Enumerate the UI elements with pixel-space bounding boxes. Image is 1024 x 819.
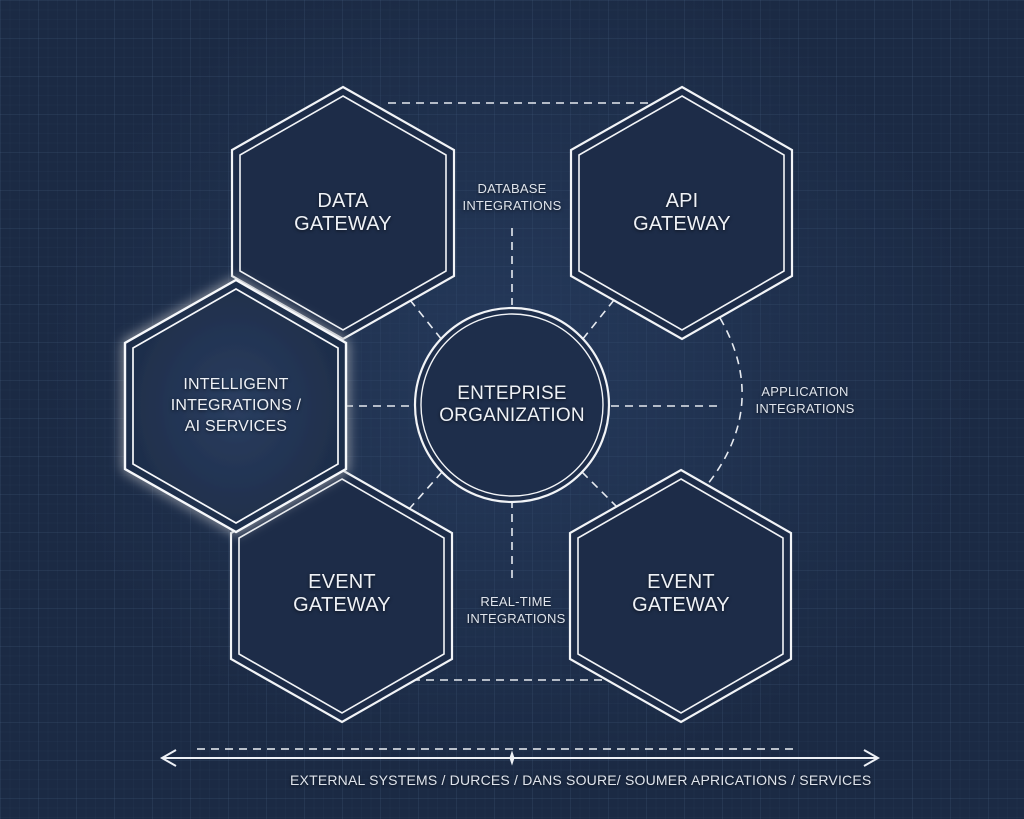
hub-enterprise-organization[interactable]: ENTEPRISE ORGANIZATION <box>422 383 602 427</box>
arrow-center-marker-icon <box>509 750 515 766</box>
hub-label-line1: ENTEPRISE <box>457 383 567 404</box>
connection-label-line2: INTEGRATIONS <box>755 400 855 416</box>
footer-external-systems-label: EXTERNAL SYSTEMS / DURCES / DANS SOURE/ … <box>290 772 872 788</box>
connector-hub-event-right <box>581 471 617 507</box>
label-application-integrations: APPLICATION INTEGRATIONS <box>745 384 865 418</box>
connector-arc-right <box>706 317 743 486</box>
hex-label-line2: GATEWAY <box>632 594 730 616</box>
hex-label-line1: EVENT <box>308 571 376 593</box>
hub-label-line2: ORGANIZATION <box>439 404 585 426</box>
hex-data-gateway[interactable]: DATA GATEWAY <box>263 190 423 236</box>
label-database-integrations: DATABASE INTEGRATIONS <box>452 181 572 215</box>
connector-hub-event-left <box>409 471 443 509</box>
connector-hub-api-gw <box>581 299 615 341</box>
hex-data-gateway-shape <box>230 85 456 341</box>
hex-event-gateway-left-shape <box>229 468 454 724</box>
hex-intelligent-integrations[interactable]: INTELLIGENT INTEGRATIONS / AI SERVICES <box>146 375 326 437</box>
connection-label-line1: APPLICATION <box>761 384 849 399</box>
label-realtime-integrations: REAL-TIME INTEGRATIONS <box>456 594 576 628</box>
hex-event-gateway-left[interactable]: EVENT GATEWAY <box>262 571 422 617</box>
hex-api-gateway[interactable]: API GATEWAY <box>602 190 762 236</box>
connection-label-line1: REAL-TIME <box>480 594 552 609</box>
arrow-right-head-icon <box>863 749 881 767</box>
hex-label-line1: DATA <box>317 190 369 212</box>
hex-label-line2: INTEGRATIONS / <box>170 396 302 414</box>
hex-label-line2: GATEWAY <box>293 594 391 616</box>
hex-label-line3: AI SERVICES <box>184 417 288 435</box>
hex-event-gateway-right[interactable]: EVENT GATEWAY <box>601 571 761 617</box>
connection-label-line2: INTEGRATIONS <box>462 197 562 213</box>
connection-label-line2: INTEGRATIONS <box>466 610 566 626</box>
hex-label-line1: API <box>665 190 699 212</box>
hex-event-gateway-right-shape <box>568 468 793 724</box>
connector-lines <box>345 102 743 681</box>
connection-label-line1: DATABASE <box>477 181 547 196</box>
hex-label-line2: GATEWAY <box>633 213 731 235</box>
hex-label-line1: EVENT <box>647 571 715 593</box>
connector-hub-data-gw <box>409 299 443 341</box>
hex-label-line1: INTELLIGENT <box>183 376 289 393</box>
hex-intelligent-integrations-shape <box>123 278 348 534</box>
arrow-left-head-icon <box>159 749 177 767</box>
hub-circle-shape <box>413 306 611 504</box>
footer-arrow <box>159 748 881 767</box>
hex-label-line2: GATEWAY <box>294 213 392 235</box>
hex-api-gateway-shape <box>569 85 794 341</box>
